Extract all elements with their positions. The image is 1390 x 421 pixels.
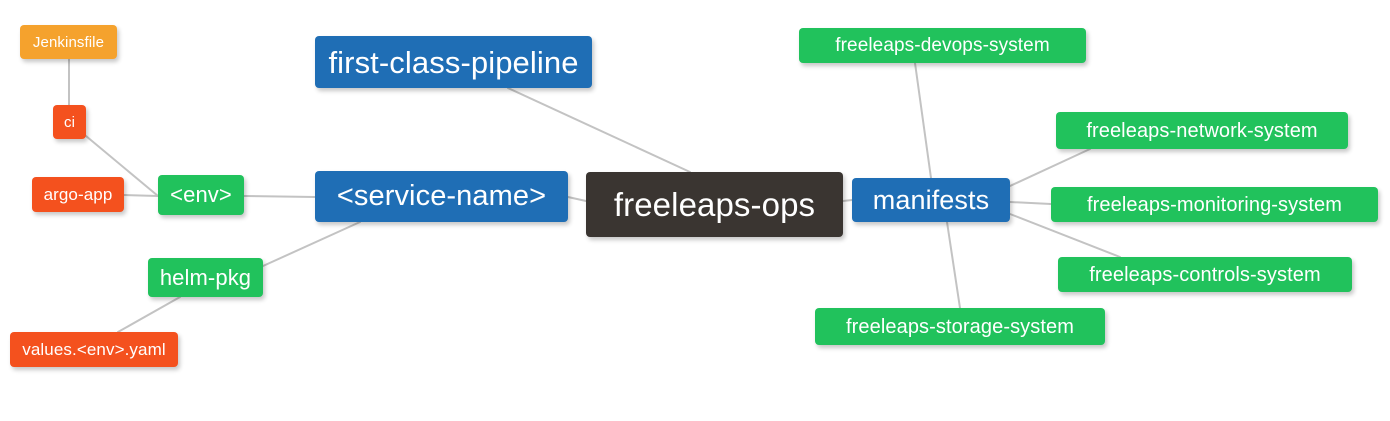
- node-helm-pkg[interactable]: helm-pkg: [148, 258, 263, 297]
- edge-manifests-to-freeleaps-devops-system: [914, 62, 932, 179]
- edge-manifests-to-freeleaps-network-system: [1009, 148, 1091, 187]
- node-manifests[interactable]: manifests: [852, 178, 1010, 222]
- node-values-env-yaml[interactable]: values.<env>.yaml: [10, 332, 178, 367]
- node-label-freeleaps-controls-system: freeleaps-controls-system: [1089, 263, 1321, 286]
- edge-argo-app-to-env: [123, 194, 159, 197]
- node-label-freeleaps-storage-system: freeleaps-storage-system: [845, 315, 1075, 338]
- node-freeleaps-devops-system[interactable]: freeleaps-devops-system: [799, 28, 1086, 63]
- node-label-freeleaps-network-system: freeleaps-network-system: [1086, 119, 1318, 142]
- node-freeleaps-ops[interactable]: freeleaps-ops: [586, 172, 843, 237]
- node-label-service-name: <service-name>: [336, 180, 547, 212]
- node-label-helm-pkg: helm-pkg: [159, 264, 252, 290]
- edge-freeleaps-ops-to-manifests: [842, 199, 853, 202]
- node-label-values-env-yaml: values.<env>.yaml: [22, 340, 166, 359]
- edge-manifests-to-freeleaps-monitoring-system: [1009, 201, 1052, 205]
- node-first-class-pipeline[interactable]: first-class-pipeline: [315, 36, 592, 88]
- node-label-manifests: manifests: [872, 184, 990, 215]
- node-label-jenkinsfile: Jenkinsfile: [32, 33, 105, 51]
- node-freeleaps-network-system[interactable]: freeleaps-network-system: [1056, 112, 1348, 149]
- node-label-freeleaps-ops: freeleaps-ops: [613, 186, 816, 223]
- node-label-argo-app: argo-app: [43, 185, 113, 204]
- node-argo-app[interactable]: argo-app: [32, 177, 124, 212]
- node-label-ci: ci: [63, 113, 76, 131]
- node-label-env: <env>: [170, 182, 232, 207]
- node-env[interactable]: <env>: [158, 175, 244, 215]
- edge-env-to-service-name: [243, 195, 316, 198]
- node-label-freeleaps-devops-system: freeleaps-devops-system: [835, 35, 1050, 56]
- edge-first-class-pipeline-to-freeleaps-ops: [507, 87, 691, 173]
- edge-manifests-to-freeleaps-storage-system: [946, 221, 961, 309]
- edge-service-name-to-freeleaps-ops: [567, 196, 587, 202]
- node-freeleaps-storage-system[interactable]: freeleaps-storage-system: [815, 308, 1105, 345]
- node-freeleaps-controls-system[interactable]: freeleaps-controls-system: [1058, 257, 1352, 292]
- node-freeleaps-monitoring-system[interactable]: freeleaps-monitoring-system: [1051, 187, 1378, 222]
- node-label-first-class-pipeline: first-class-pipeline: [328, 44, 579, 80]
- node-jenkinsfile[interactable]: Jenkinsfile: [20, 25, 117, 59]
- node-service-name[interactable]: <service-name>: [315, 171, 568, 222]
- node-ci[interactable]: ci: [53, 105, 86, 139]
- edge-helm-pkg-to-service-name: [262, 221, 361, 267]
- edge-values-env-yaml-to-helm-pkg: [117, 296, 181, 333]
- node-label-freeleaps-monitoring-system: freeleaps-monitoring-system: [1086, 193, 1342, 216]
